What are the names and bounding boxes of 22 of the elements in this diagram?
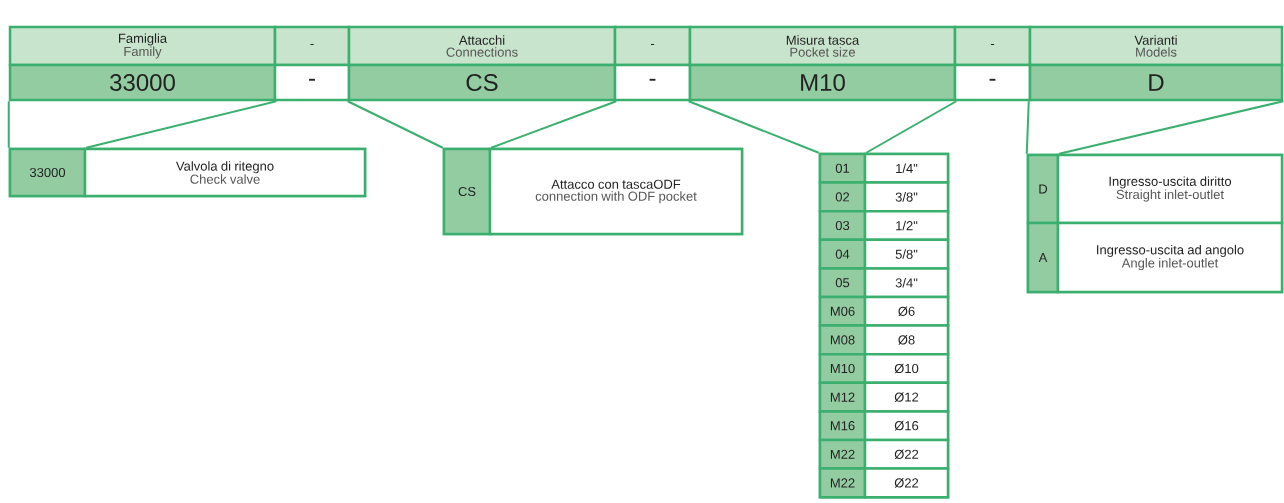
connector-line [490, 100, 618, 149]
separator-cell: - [613, 25, 692, 67]
code-cell: 33000 [8, 63, 277, 102]
separator-cell: - [953, 63, 1032, 102]
separator-cell: - [273, 63, 351, 102]
separator-cell: - [613, 63, 692, 102]
code-cell: D [1028, 63, 1284, 102]
connector-line [1058, 100, 1284, 155]
connector-line [687, 100, 820, 154]
connector-line [1025, 100, 1030, 155]
separator-cell: - [953, 25, 1032, 67]
description-cell: Ingresso-uscita ad angolo Angle inlet-outlet [1056, 221, 1284, 294]
separator-cell: - [273, 25, 351, 67]
code-cell: CS [347, 63, 617, 102]
connector-line [346, 100, 444, 149]
connector-line [7, 100, 10, 149]
option-code-cell: A [1026, 221, 1060, 294]
connector-line [85, 100, 278, 149]
connector-line [865, 100, 958, 154]
option-code-cell: D [1026, 153, 1060, 225]
code-cell: M10 [688, 63, 957, 102]
description-cell: Ingresso-uscita diritto Straight inlet-outlet [1056, 153, 1284, 225]
